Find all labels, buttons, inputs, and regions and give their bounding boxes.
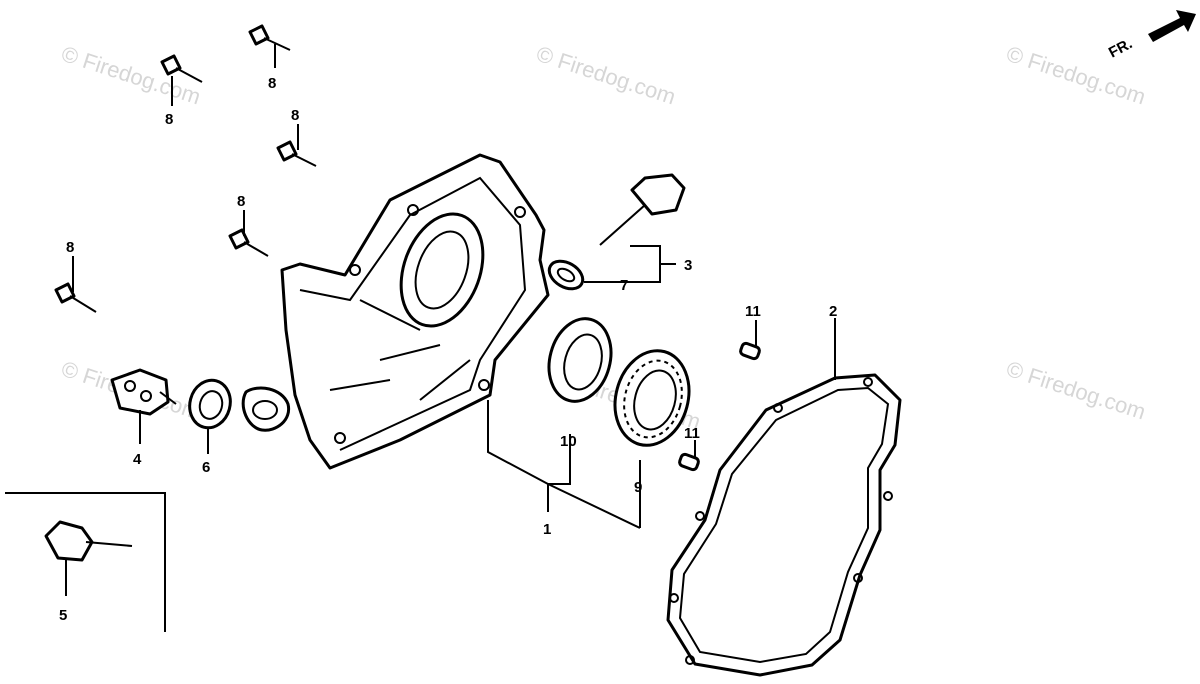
watermark: © Firedog.com xyxy=(533,41,678,109)
callout-9: 9 xyxy=(634,479,642,496)
watermark: © Firedog.com xyxy=(1003,356,1148,424)
callouts: 8 8 8 8 8 3 7 2 11 11 10 9 1 4 6 5 xyxy=(59,75,837,624)
small-oil-seal-icon xyxy=(188,378,232,430)
flange-bolt-icon xyxy=(160,54,203,83)
flange-bolt-icon xyxy=(228,228,269,257)
callout-3: 3 xyxy=(684,257,692,274)
case-cover-gasket-icon xyxy=(666,373,902,677)
callout-2: 2 xyxy=(829,303,837,320)
dowel-pin-icon xyxy=(678,452,700,472)
callout-10: 10 xyxy=(560,433,577,450)
flange-bolt-icon xyxy=(276,140,317,167)
dowel-pin-icon xyxy=(739,341,761,361)
o-ring-icon xyxy=(547,259,585,291)
crankcase-cover-icon xyxy=(241,153,550,470)
callout-1: 1 xyxy=(543,521,551,538)
front-direction-indicator: FR. xyxy=(1106,10,1196,62)
flange-bolt-icon xyxy=(54,282,97,313)
front-label: FR. xyxy=(1106,35,1135,61)
callout-4: 4 xyxy=(133,451,142,468)
callout-8: 8 xyxy=(268,75,276,92)
callout-8: 8 xyxy=(66,239,74,256)
callout-7: 7 xyxy=(620,277,628,294)
callout-8: 8 xyxy=(237,193,245,210)
inset-frame xyxy=(5,492,166,632)
callout-11: 11 xyxy=(745,303,761,320)
watermark: © Firedog.com xyxy=(58,41,203,109)
oil-seal-icon xyxy=(547,317,613,403)
callout-8: 8 xyxy=(165,111,173,128)
leader-lines xyxy=(65,44,836,596)
oil-filler-cap-icon xyxy=(599,173,686,246)
ball-bearing-icon xyxy=(613,349,691,447)
callout-5: 5 xyxy=(59,607,67,624)
callout-11: 11 xyxy=(684,425,700,442)
callout-8: 8 xyxy=(291,107,299,124)
governor-holder-icon xyxy=(110,368,177,416)
oil-level-switch-icon xyxy=(44,520,133,562)
front-arrow-icon xyxy=(1148,10,1196,42)
flange-bolt-icon xyxy=(248,24,291,51)
callout-6: 6 xyxy=(202,459,210,476)
